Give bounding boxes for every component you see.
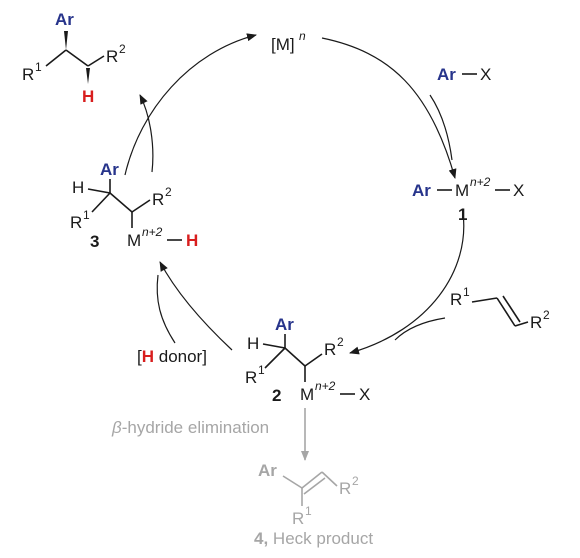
h-donor-open: [ <box>137 347 142 366</box>
c3-m: M <box>127 231 141 250</box>
h-donor-rest: donor] <box>154 347 207 366</box>
c3-ar: Ar <box>100 160 119 179</box>
compound-2-number: 2 <box>272 386 281 405</box>
alkene-r1-sup: 1 <box>463 285 470 299</box>
c3-bond-r1 <box>91 192 111 213</box>
alkene-r1: R <box>450 290 462 309</box>
c4-bond-ar <box>282 475 303 489</box>
compound-4-number: 4, <box>254 529 268 548</box>
hydroarylation-product: Ar R 1 R 2 H <box>22 10 126 106</box>
alkene-feed-arrow <box>394 317 446 341</box>
c2-m: M <box>300 385 314 404</box>
c3-bond-h <box>87 188 111 194</box>
heck-product-text: Heck product <box>268 529 373 548</box>
c2-h: H <box>247 334 259 353</box>
prod-wedge-ar <box>64 31 68 50</box>
prod-r1: R <box>22 65 34 84</box>
aryl-halide-feed-arrow <box>429 94 453 161</box>
catalyst-label: [M] n <box>271 29 306 54</box>
c2-r2-sup: 2 <box>337 335 344 349</box>
c2-bond-r2 <box>304 353 323 367</box>
compound-2: Ar H R 1 R 2 M n+2 X 2 <box>245 315 370 405</box>
c4-bond-r2 <box>321 471 338 487</box>
c3-bond-c-c <box>109 192 133 213</box>
prod-bond-c-c <box>65 49 89 67</box>
c2-bond-r1 <box>264 347 286 369</box>
prod-r2: R <box>106 47 118 66</box>
alkene-bond-1 <box>471 297 498 303</box>
arc-migratory-insertion <box>349 212 465 355</box>
beta-text: -hydride elimination <box>122 418 269 437</box>
c1-x: X <box>513 181 524 200</box>
c3-h: H <box>72 178 84 197</box>
c4-r1-sup: 1 <box>305 504 312 518</box>
c1-oxidation: n+2 <box>470 175 491 189</box>
c2-oxidation: n+2 <box>315 379 336 393</box>
prod-r1-sup: 1 <box>35 60 42 74</box>
compound-3-number: 3 <box>90 232 99 251</box>
c4-ar: Ar <box>258 461 277 480</box>
arc-oxidative-addition <box>321 37 457 179</box>
c4-double-bond-b <box>303 477 326 495</box>
prod-r2-sup: 2 <box>119 42 126 56</box>
c2-bond-c-c <box>284 347 306 367</box>
beta-hydride-label: β-hydride elimination <box>111 418 269 437</box>
metal-oxidation: n <box>299 29 306 43</box>
prod-ar: Ar <box>55 10 74 29</box>
c4-double-bond-a <box>301 471 323 489</box>
alkene-r2: R <box>530 313 542 332</box>
reagent-ar: Ar <box>437 65 456 84</box>
c3-r1: R <box>70 213 82 232</box>
product-release-arrow <box>139 94 154 173</box>
compound-1-number: 1 <box>458 205 467 224</box>
c2-bond-h <box>262 343 286 349</box>
prod-bond-r1 <box>45 49 67 67</box>
beta-symbol: β <box>111 418 122 437</box>
alkene-r2-sup: 2 <box>543 308 550 322</box>
alkene-double-bond-a <box>496 297 516 327</box>
c2-r2: R <box>324 340 336 359</box>
reagent-x: X <box>480 65 491 84</box>
c2-r1-sup: 1 <box>258 363 265 377</box>
arc-reductive-elimination <box>124 33 257 176</box>
c3-r2-sup: 2 <box>165 185 172 199</box>
c2-x: X <box>359 385 370 404</box>
c3-r2: R <box>152 190 164 209</box>
prod-wedge-h <box>86 68 90 84</box>
h-donor-h: H <box>142 347 154 366</box>
metal-symbol: [M] <box>271 35 295 54</box>
heck-product-caption: 4, Heck product <box>254 529 373 548</box>
alkene-double-bond-b <box>502 295 521 323</box>
c2-ar: Ar <box>275 315 294 334</box>
c1-m: M <box>455 181 469 200</box>
h-donor-label: [H donor] <box>137 347 207 366</box>
c1-ar: Ar <box>412 181 431 200</box>
prod-bond-r2 <box>87 55 105 67</box>
c4-r1: R <box>292 509 304 528</box>
c3-oxidation: n+2 <box>142 225 163 239</box>
arc-h-transfer <box>159 261 233 351</box>
alkene-reagent: R 1 R 2 <box>450 285 550 332</box>
compound-4-heck: Ar R 2 R 1 4, Heck product <box>254 461 373 548</box>
c3-r1-sup: 1 <box>83 208 90 222</box>
beta-hydride-path: β-hydride elimination <box>111 408 309 461</box>
h-donor-bracket: [H donor] <box>137 347 207 366</box>
aryl-halide-reagent: Ar X <box>437 65 491 84</box>
c3-bond-r2 <box>131 199 151 213</box>
c4-r2: R <box>339 479 351 498</box>
c4-r2-sup: 2 <box>352 474 359 488</box>
h-donor-feed-arrow <box>156 274 176 344</box>
compound-1: Ar M n+2 X 1 <box>412 175 524 224</box>
alkene-bond-2 <box>514 321 529 327</box>
c3-h-red: H <box>186 231 198 250</box>
compound-3: Ar H R 1 R 2 M n+2 H 3 <box>70 160 198 251</box>
c2-r1: R <box>245 368 257 387</box>
prod-h-red: H <box>82 87 94 106</box>
